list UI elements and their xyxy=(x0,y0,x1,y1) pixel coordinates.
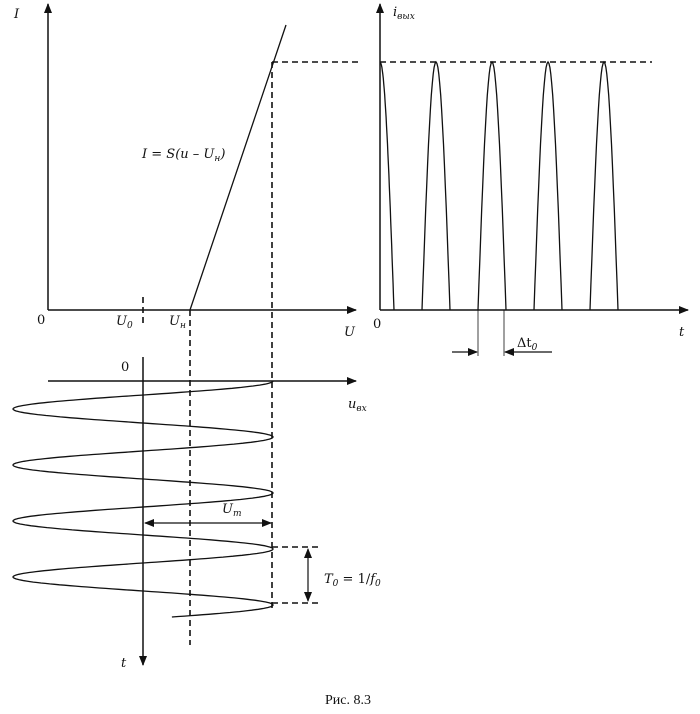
u-axis-label: U xyxy=(344,325,356,340)
delta-label: Δt0 xyxy=(517,336,538,353)
output-pulse-train xyxy=(379,60,619,311)
period-label: T0 = 1/f0 xyxy=(324,572,381,589)
amplitude-label: Um xyxy=(222,502,242,519)
input-signal-graph: 0 uвх t Um T0 = 1/f0 xyxy=(12,357,381,671)
input-sine-wave xyxy=(12,380,274,618)
figure-caption: Рис. 8.3 xyxy=(325,693,371,708)
iout-axis-label: iвых xyxy=(393,5,415,22)
un-label: Uн xyxy=(169,314,186,331)
origin-label: 0 xyxy=(37,313,45,328)
output-current-graph: iвых t 0 Δt0 xyxy=(373,3,689,356)
characteristic-line xyxy=(189,24,287,311)
zero-label: 0 xyxy=(121,360,129,375)
output-origin-label: 0 xyxy=(373,317,381,332)
t-axis-right-label: t xyxy=(679,325,685,340)
i-axis-label: I xyxy=(13,7,20,22)
u0-label: U0 xyxy=(116,314,133,331)
t-axis-label: t xyxy=(121,656,127,671)
formula-label: I = S(u – Uн) xyxy=(141,147,225,164)
uin-axis-label: uвх xyxy=(348,397,367,414)
transfer-characteristic: I U 0 U0 Uн I = S(u – Uн) xyxy=(13,3,362,645)
